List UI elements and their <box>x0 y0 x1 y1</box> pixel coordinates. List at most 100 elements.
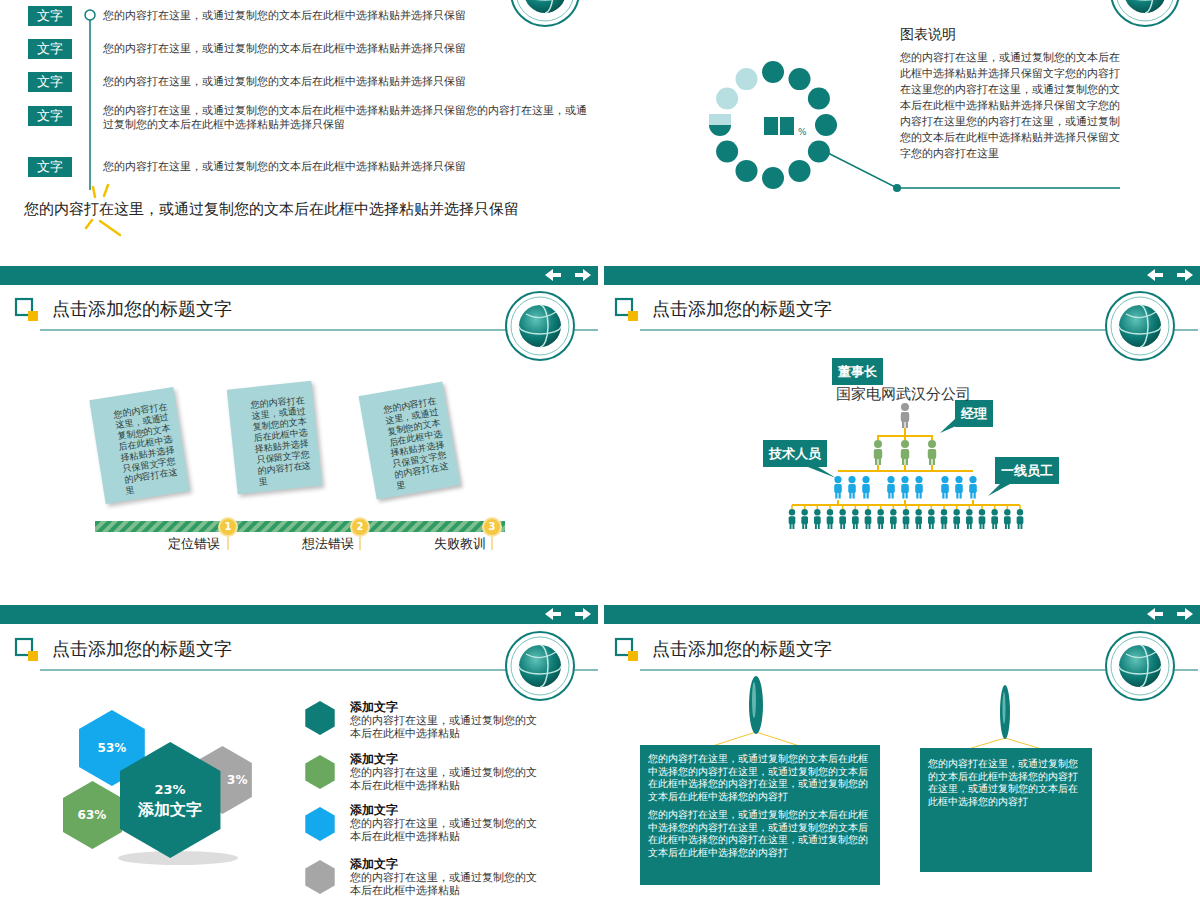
bullet-hexagon <box>305 860 334 894</box>
person-icon <box>979 509 986 529</box>
percent-sign: % <box>798 127 807 137</box>
text-tag: 文字 <box>28 106 72 126</box>
progress-dot <box>815 114 837 136</box>
slide-title: 点击添加您的标题文字 <box>652 637 832 661</box>
person-icon <box>874 440 882 465</box>
node-subtext: 您的内容打在这里，或通过复制您的文本后在此框中选择您的内容打在这里，或通过复制您… <box>648 809 872 859</box>
progress-dot <box>789 68 811 90</box>
content-box: 您的内容打在这里，或通过复制您的文本后在此框中选择您的内容打在这里，或通过复制您… <box>640 745 880 885</box>
slide-title: 点击添加您的标题文字 <box>52 297 232 321</box>
slide-title: 点击添加您的标题文字 <box>652 297 832 321</box>
text-tag: 文字 <box>28 6 72 26</box>
node-text: 1 <box>225 521 232 533</box>
node-text: 经理 <box>961 400 987 427</box>
person-icon <box>852 509 859 529</box>
person-icon <box>865 509 872 529</box>
progress-dot <box>762 61 784 83</box>
role-callout: 技术人员 <box>763 440 827 467</box>
item-heading: 添加文字 <box>350 700 398 714</box>
node-text: 文字 <box>37 106 63 126</box>
node-text: 技术人员 <box>769 440 821 467</box>
note-card: 您的内容打在这里，或通过复制您的文本后在此框中选择粘贴并选择只保留文字您的内容打… <box>359 381 461 499</box>
summary-text: 您的内容打在这里，或通过复制您的文本后在此框中选择粘贴并选择只保留 <box>24 199 519 219</box>
step-label: 定位错误 <box>168 535 220 552</box>
text-tag: 文字 <box>28 157 72 177</box>
percent-hexagon: 63% <box>63 781 122 849</box>
person-icon <box>887 476 895 499</box>
item-body: 您的内容打在这里，或通过复制您的文本后在此框中选择粘贴 <box>350 817 545 843</box>
progress-dot <box>716 141 738 163</box>
node-text: 您的内容打在这里，或通过复制您的文本后在此框中选择粘贴并选择只保留文字您的内容打… <box>382 395 453 492</box>
row-text: 您的内容打在这里，或通过复制您的文本后在此框中选择粘贴并选择只保留 <box>103 9 593 23</box>
step-number: 1 <box>219 518 237 536</box>
node-text: 您的内容打在这里，或通过复制您的文本后在此框中选择粘贴并选择只保留文字您的内容打… <box>113 401 183 497</box>
person-icon <box>901 403 909 428</box>
node-text: 您的内容打在这里，或通过复制您的文本后在此框中选择您的内容打在这里，或通过复制您… <box>648 753 872 803</box>
node-subtext: 添加文字 <box>138 800 202 820</box>
progress-dot <box>808 88 830 110</box>
person-icon <box>877 509 884 529</box>
person-icon <box>801 509 808 529</box>
person-icon <box>991 509 998 529</box>
item-body: 您的内容打在这里，或通过复制您的文本后在此框中选择粘贴 <box>350 714 545 740</box>
person-icon <box>915 509 922 529</box>
node-text: 一线员工 <box>1001 457 1053 484</box>
step-label: 想法错误 <box>302 535 354 552</box>
item-heading: 添加文字 <box>350 857 398 871</box>
person-icon <box>928 509 935 529</box>
progress-dot <box>789 160 811 182</box>
row-text: 您的内容打在这里，或通过复制您的文本后在此框中选择粘贴并选择只保留 <box>103 160 593 174</box>
node-text: 文字 <box>37 6 63 26</box>
person-icon <box>903 509 910 529</box>
node-text: 23% <box>154 780 185 800</box>
person-icon <box>814 509 821 529</box>
progress-dot <box>736 68 758 90</box>
person-icon <box>928 440 936 465</box>
role-callout: 董事长 <box>832 358 883 385</box>
person-icon <box>901 440 909 465</box>
role-callout: 经理 <box>955 400 993 427</box>
person-icon <box>966 509 973 529</box>
person-icon <box>839 509 846 529</box>
person-icon <box>941 509 948 529</box>
chart-heading: 图表说明 <box>900 25 956 43</box>
note-card: 您的内容打在这里，或通过复制您的文本后在此框中选择粘贴并选择只保留文字您的内容打… <box>89 387 189 504</box>
person-icon <box>848 476 856 499</box>
role-callout: 一线员工 <box>995 457 1059 484</box>
slide-title: 点击添加您的标题文字 <box>52 637 232 661</box>
bullet-hexagon <box>305 701 334 735</box>
node-text: 2 <box>357 521 364 533</box>
person-icon <box>789 509 796 529</box>
item-body: 您的内容打在这里，或通过复制您的文本后在此框中选择粘贴 <box>350 871 545 897</box>
person-icon <box>941 476 949 499</box>
person-icon <box>890 509 897 529</box>
person-icon <box>955 476 963 499</box>
progress-dot <box>709 114 731 136</box>
step-number: 3 <box>483 518 501 536</box>
node-text: 文字 <box>37 39 63 59</box>
chart-description: 您的内容打在这里，或通过复制您的文本后在此框中选择粘贴并选择只保留文字您的内容打… <box>900 50 1120 162</box>
row-text: 您的内容打在这里，或通过复制您的文本后在此框中选择粘贴并选择只保留 <box>103 75 593 89</box>
step-label: 失败教训 <box>434 535 486 552</box>
node-text: 53% <box>98 741 127 756</box>
item-heading: 添加文字 <box>350 803 398 817</box>
person-icon <box>1004 509 1011 529</box>
main-hexagon: 23%添加文字 <box>120 742 220 858</box>
content-box: 您的内容打在这里，或通过复制您的文本后在此框中选择您的内容打在这里，或通过复制您… <box>920 748 1092 872</box>
person-icon <box>969 476 977 499</box>
step-number: 2 <box>351 518 369 536</box>
node-text: 文字 <box>37 72 63 92</box>
node-text: 文字 <box>37 157 63 177</box>
progress-dot <box>716 88 738 110</box>
bullet-hexagon <box>305 807 334 841</box>
node-text: 董事长 <box>838 358 877 385</box>
node-text: 63% <box>78 808 107 823</box>
progress-dot <box>762 167 784 189</box>
person-icon <box>834 476 842 499</box>
progress-dot <box>736 160 758 182</box>
person-icon <box>1017 509 1024 529</box>
item-heading: 添加文字 <box>350 752 398 766</box>
person-icon <box>862 476 870 499</box>
text-tag: 文字 <box>28 39 72 59</box>
item-body: 您的内容打在这里，或通过复制您的文本后在此框中选择粘贴 <box>350 766 545 792</box>
